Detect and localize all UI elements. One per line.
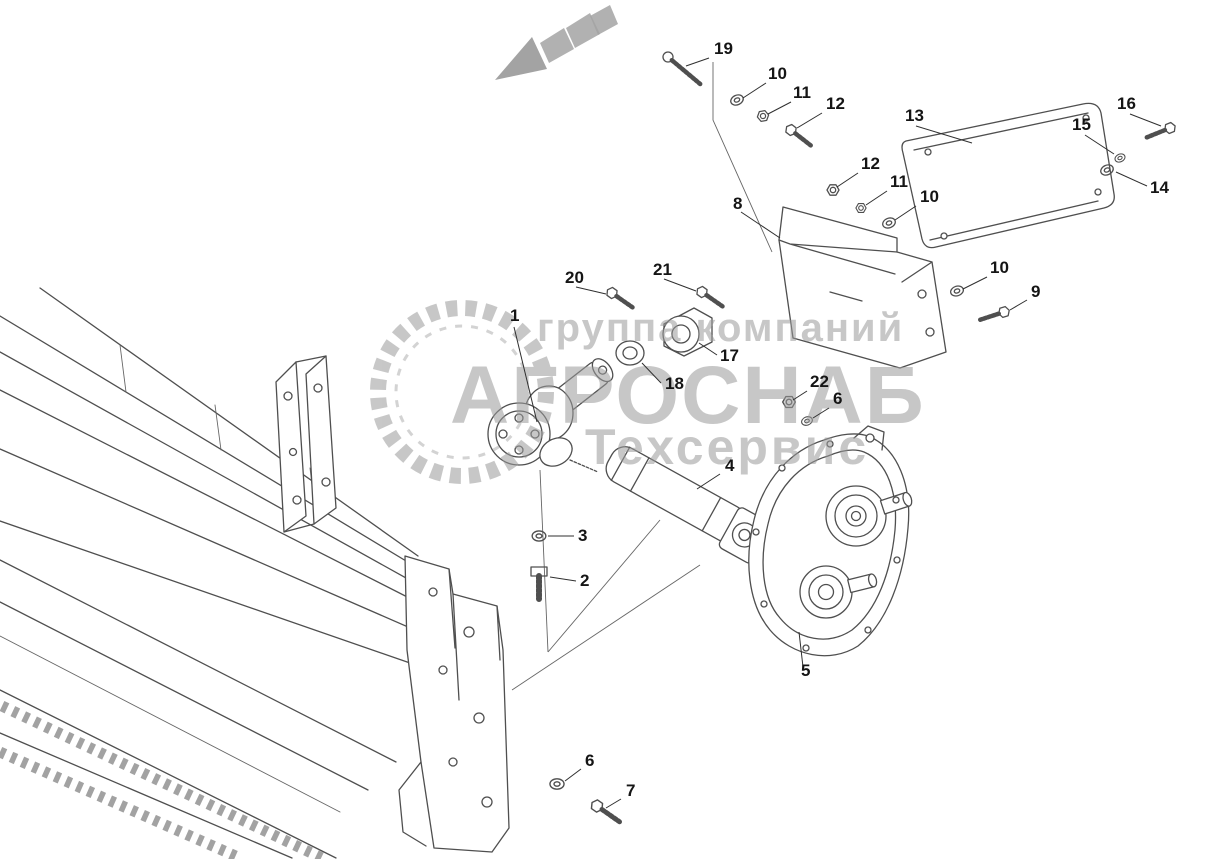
support-bracket [275,355,337,533]
callout-17: 17 [720,346,739,365]
washer-15 [1113,151,1127,165]
callout-1: 1 [510,306,519,325]
washer-3 [531,530,547,542]
callout-18: 18 [665,374,684,393]
callout-21: 21 [653,260,672,279]
leader-line-15 [1084,134,1115,155]
bolt-2 [530,566,548,602]
callout-11: 11 [890,172,908,191]
washer-10a [728,92,746,108]
laurel-wreath-icon [370,300,554,484]
leader-line-4 [696,473,721,490]
leader-line-14 [1115,171,1148,187]
leader-line-12 [796,112,823,129]
washer-6b [549,778,565,790]
callout-10: 10 [768,64,787,83]
leader-line-11 [767,101,792,115]
watermark-company-group: группа компаний [537,306,904,350]
callout-12: 12 [861,154,880,173]
leader-line-13 [915,125,973,144]
bearing-ring [615,340,645,366]
pickup-tines [0,689,337,859]
callout-14: 14 [1150,178,1169,197]
leader-line-10 [894,205,917,221]
header-frame [0,287,437,813]
callout-16: 16 [1117,94,1136,113]
bolt-19 [662,51,703,87]
leader-line-5 [798,631,804,668]
callout-11: 11 [793,83,811,102]
washer-10c [948,283,966,299]
leader-line-19 [685,57,710,67]
callout-6: 6 [585,751,594,770]
callout-22: 22 [810,372,829,391]
callout-4: 4 [725,456,735,475]
watermark-brand: АГРОСНАБ [450,350,926,441]
leader-line-12 [836,172,859,188]
leader-line-6 [812,407,830,419]
callout-7: 7 [626,781,635,800]
callout-5: 5 [801,661,810,680]
watermark: группа компаний АГРОСНАБ Техсервис [370,300,926,484]
construction-lines [511,62,773,691]
fasteners [530,51,1177,826]
cover-plate [901,102,1115,249]
callout-19: 19 [714,39,733,58]
direction-arrow-icon [495,5,618,80]
bolt-16 [1145,121,1177,141]
callout-12: 12 [826,94,845,113]
leader-line-10 [962,276,988,290]
leader-line-8 [740,211,781,239]
callout-10: 10 [990,258,1009,277]
callout-9: 9 [1031,282,1040,301]
leader-line-21 [663,278,697,292]
leader-line-16 [1129,113,1162,127]
leader-line-17 [698,342,718,356]
callout-15: 15 [1072,115,1091,134]
washer-10b [880,215,898,231]
leader-line-11 [865,190,888,206]
callout-6: 6 [833,389,842,408]
watermark-service: Техсервис [585,419,869,475]
callout-10: 10 [920,187,939,206]
bolt-7 [589,798,623,826]
leader-line-20 [575,286,607,295]
leader-line-10 [742,82,767,99]
leader-line-22 [792,390,808,401]
mounting-bracket [778,206,947,369]
leader-line-6 [564,768,582,782]
leader-line-1 [513,326,538,423]
callout-2: 2 [580,571,589,590]
nut-11b [855,203,867,213]
callout-20: 20 [565,268,584,287]
leader-line-7 [605,798,622,809]
bolt-9 [979,306,1011,325]
callout-13: 13 [905,106,924,125]
nut-11a [755,109,771,123]
leader-line-18 [641,362,662,384]
angle-gearbox [748,425,913,657]
callout-8: 8 [733,194,742,213]
mount-frame-plate [398,555,510,853]
leader-line-2 [549,576,577,582]
leader-line-9 [1009,299,1028,311]
callout-3: 3 [578,526,587,545]
